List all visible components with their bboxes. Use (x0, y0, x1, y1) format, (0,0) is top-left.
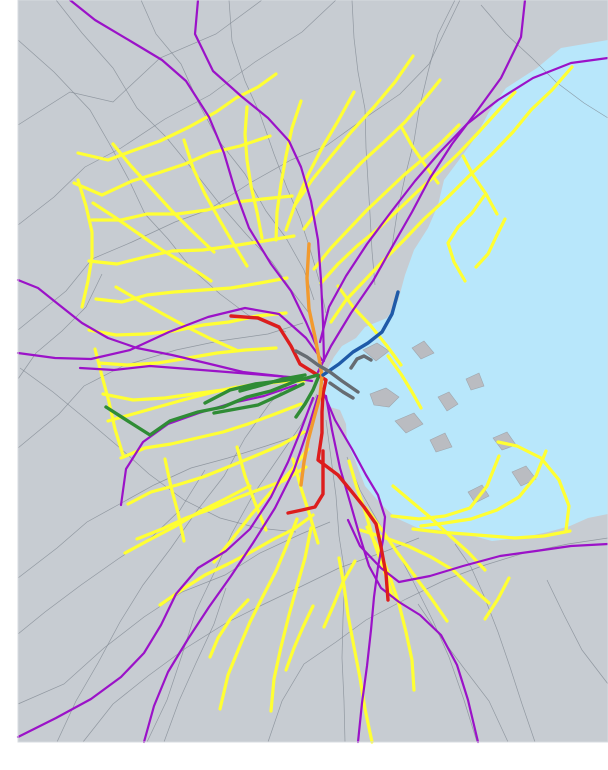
island-shape (411, 340, 435, 360)
harbor-water (319, 40, 608, 541)
town-boundaries (17, 0, 608, 743)
map-border (17, 0, 608, 743)
blue-line (321, 290, 400, 377)
green-line (104, 373, 320, 437)
red-line-branch (286, 449, 325, 515)
silver-line-branch (349, 354, 373, 370)
island-shape (437, 391, 459, 412)
silver-line (294, 349, 360, 394)
red-line (229, 314, 390, 602)
commuter-rail (16, 0, 608, 744)
green-line-branch (238, 373, 307, 393)
island-shape (465, 372, 485, 391)
island-shape (369, 387, 400, 408)
island-shape (429, 432, 453, 453)
green-line-branch (294, 376, 320, 419)
islands-and-shoals (362, 340, 537, 504)
island-shape (394, 412, 424, 434)
green-line-branch (212, 382, 305, 415)
rapid-transit (104, 242, 400, 602)
green-line-branch (203, 376, 304, 405)
silver-line-branch (328, 381, 355, 400)
bus-routes (72, 54, 574, 744)
